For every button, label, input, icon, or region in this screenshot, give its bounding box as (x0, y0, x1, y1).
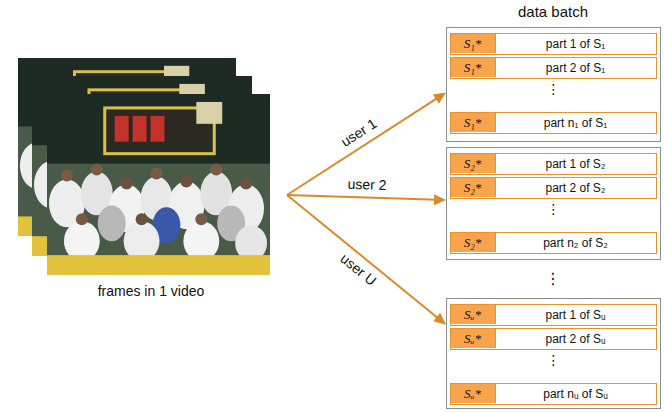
user-arrow (287, 194, 446, 205)
arrow-line (287, 195, 437, 200)
vertical-ellipsis: ⋮ (447, 82, 660, 96)
user-batch-box: ⋮part 1 of SᵤSᵤ*part 2 of SᵤSᵤ*part nᵤ o… (446, 298, 661, 409)
arrow-head (433, 313, 446, 325)
key-symbol: S₂* (451, 178, 495, 197)
vertical-ellipsis: ⋮ (447, 202, 660, 216)
part-label: part 2 of Sᵤ (496, 329, 656, 349)
ellipsis-dots: ⋮ (545, 271, 561, 287)
arrow-label: user 1 (337, 115, 381, 151)
key-cell: S₂* (451, 178, 496, 197)
arrow-label: user 2 (345, 176, 388, 193)
arrow-label: user U (336, 250, 381, 291)
key-cell: S₁* (451, 113, 496, 132)
arrow-line (287, 195, 439, 319)
user-batch-box: ⋮part 1 of S₂S₂*part 2 of S₂S₂*part n₂ o… (446, 147, 661, 260)
key-cell: S₂* (451, 154, 496, 173)
part-label: part n₁ of S₁ (496, 113, 656, 133)
part-label: part n₂ of S₂ (496, 233, 656, 253)
part-box: part n₁ of S₁S₁* (450, 112, 657, 134)
part-label: part nᵤ of Sᵤ (496, 384, 656, 404)
key-cell: S₂* (451, 233, 496, 252)
key-cell: S₁* (451, 58, 496, 77)
key-cell: Sᵤ* (451, 329, 496, 348)
key-symbol: Sᵤ* (451, 329, 495, 348)
part-label: part 1 of S₁ (496, 34, 656, 54)
part-box: part 1 of S₂S₂* (450, 153, 657, 175)
key-cell: S₁* (451, 34, 496, 53)
user-arrow (287, 93, 446, 195)
user-batch-box: ⋮part 1 of S₁S₁*part 2 of S₁S₁*part n₁ o… (446, 27, 661, 142)
part-label: part 1 of S₂ (496, 154, 656, 174)
arrow-head (433, 93, 446, 104)
part-label: part 2 of S₁ (496, 58, 656, 78)
part-box: part 1 of S₁S₁* (450, 33, 657, 55)
figure-caption: frames in 1 video (15, 283, 287, 299)
key-symbol: S₁* (451, 58, 495, 77)
arrow-line (287, 97, 438, 195)
key-symbol: S₂* (451, 154, 495, 173)
key-symbol: Sᵤ* (451, 305, 495, 324)
part-box: part 2 of S₁S₁* (450, 57, 657, 79)
part-box: part 2 of SᵤSᵤ* (450, 328, 657, 350)
part-label: part 1 of Sᵤ (496, 305, 656, 325)
part-box: part nᵤ of SᵤSᵤ* (450, 383, 657, 405)
arrow-head (434, 194, 446, 205)
vertical-ellipsis: ⋮ (447, 353, 660, 367)
key-symbol: S₂* (451, 233, 495, 252)
part-label: part 2 of S₂ (496, 178, 656, 198)
part-box: part 2 of S₂S₂* (450, 177, 657, 199)
key-cell: Sᵤ* (451, 384, 496, 403)
key-symbol: S₁* (451, 34, 495, 53)
user-arrow (287, 195, 446, 325)
part-box: part 1 of SᵤSᵤ* (450, 304, 657, 326)
key-cell: Sᵤ* (451, 305, 496, 324)
key-symbol: Sᵤ* (451, 384, 495, 403)
part-box: part n₂ of S₂S₂* (450, 232, 657, 254)
key-symbol: S₁* (451, 113, 495, 132)
video-frame (47, 94, 270, 275)
frames-figure: frames in 1 video (15, 55, 287, 305)
section-heading: data batch (518, 4, 588, 19)
